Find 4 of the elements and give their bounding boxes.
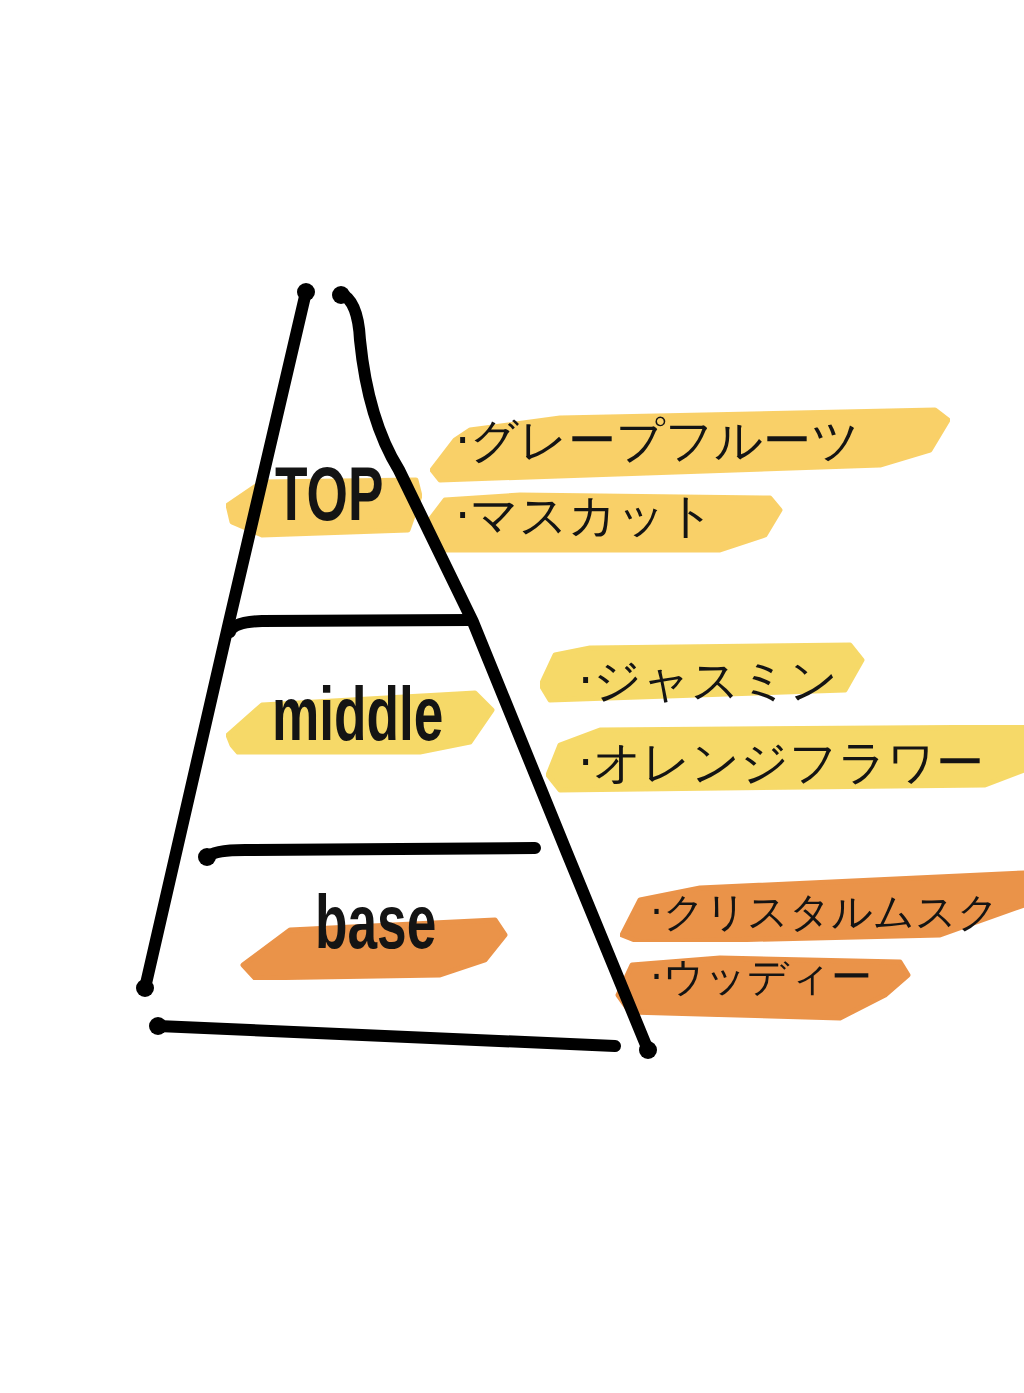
note-label: ·グレープフルーツ <box>430 405 950 485</box>
note-label: ·オレンジフラワー <box>546 725 1024 795</box>
note-label: ·ウッディー <box>615 955 911 1023</box>
note-label: ·クリスタルムスク <box>620 870 1024 942</box>
